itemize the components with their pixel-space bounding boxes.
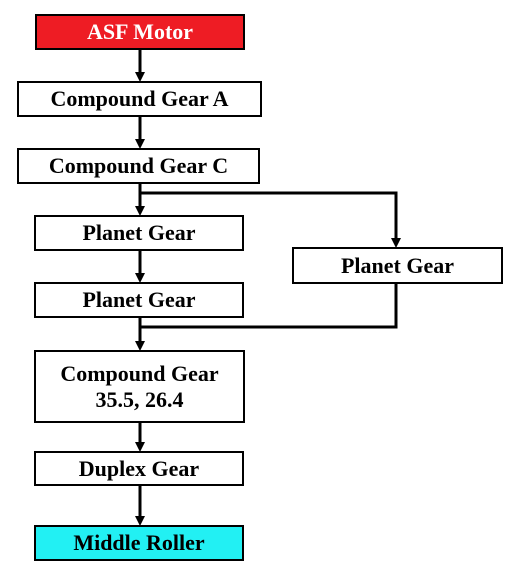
- node-compound-gear-c-label: Compound Gear C: [48, 153, 229, 178]
- node-duplex-gear: Duplex Gear: [34, 451, 244, 486]
- node-compound-gear-a-label: Compound Gear A: [50, 86, 229, 111]
- node-compound-gear-c: Compound Gear C: [17, 148, 260, 184]
- node-compound-gear-a: Compound Gear A: [17, 81, 262, 117]
- node-planet-gear-3: Planet Gear: [292, 247, 503, 284]
- node-duplex-gear-label: Duplex Gear: [78, 455, 200, 481]
- node-asf-motor-label: ASF Motor: [86, 19, 194, 44]
- node-planet-gear-2: Planet Gear: [34, 282, 244, 318]
- node-planet-gear-2-label: Planet Gear: [82, 287, 196, 312]
- node-asf-motor: ASF Motor: [35, 14, 245, 50]
- node-planet-gear-3-label: Planet Gear: [340, 252, 455, 278]
- edge-compound-c-to-planet-3: [140, 191, 401, 248]
- node-compound-gear-355-label: Compound Gear 35.5, 26.4: [60, 360, 219, 412]
- edge-planet-3-to-merge: [140, 284, 398, 329]
- node-middle-roller-label: Middle Roller: [73, 530, 205, 555]
- node-middle-roller: Middle Roller: [34, 525, 244, 561]
- node-compound-gear-355: Compound Gear 35.5, 26.4: [34, 350, 245, 423]
- node-planet-gear-1: Planet Gear: [34, 215, 244, 251]
- node-planet-gear-1-label: Planet Gear: [82, 220, 196, 245]
